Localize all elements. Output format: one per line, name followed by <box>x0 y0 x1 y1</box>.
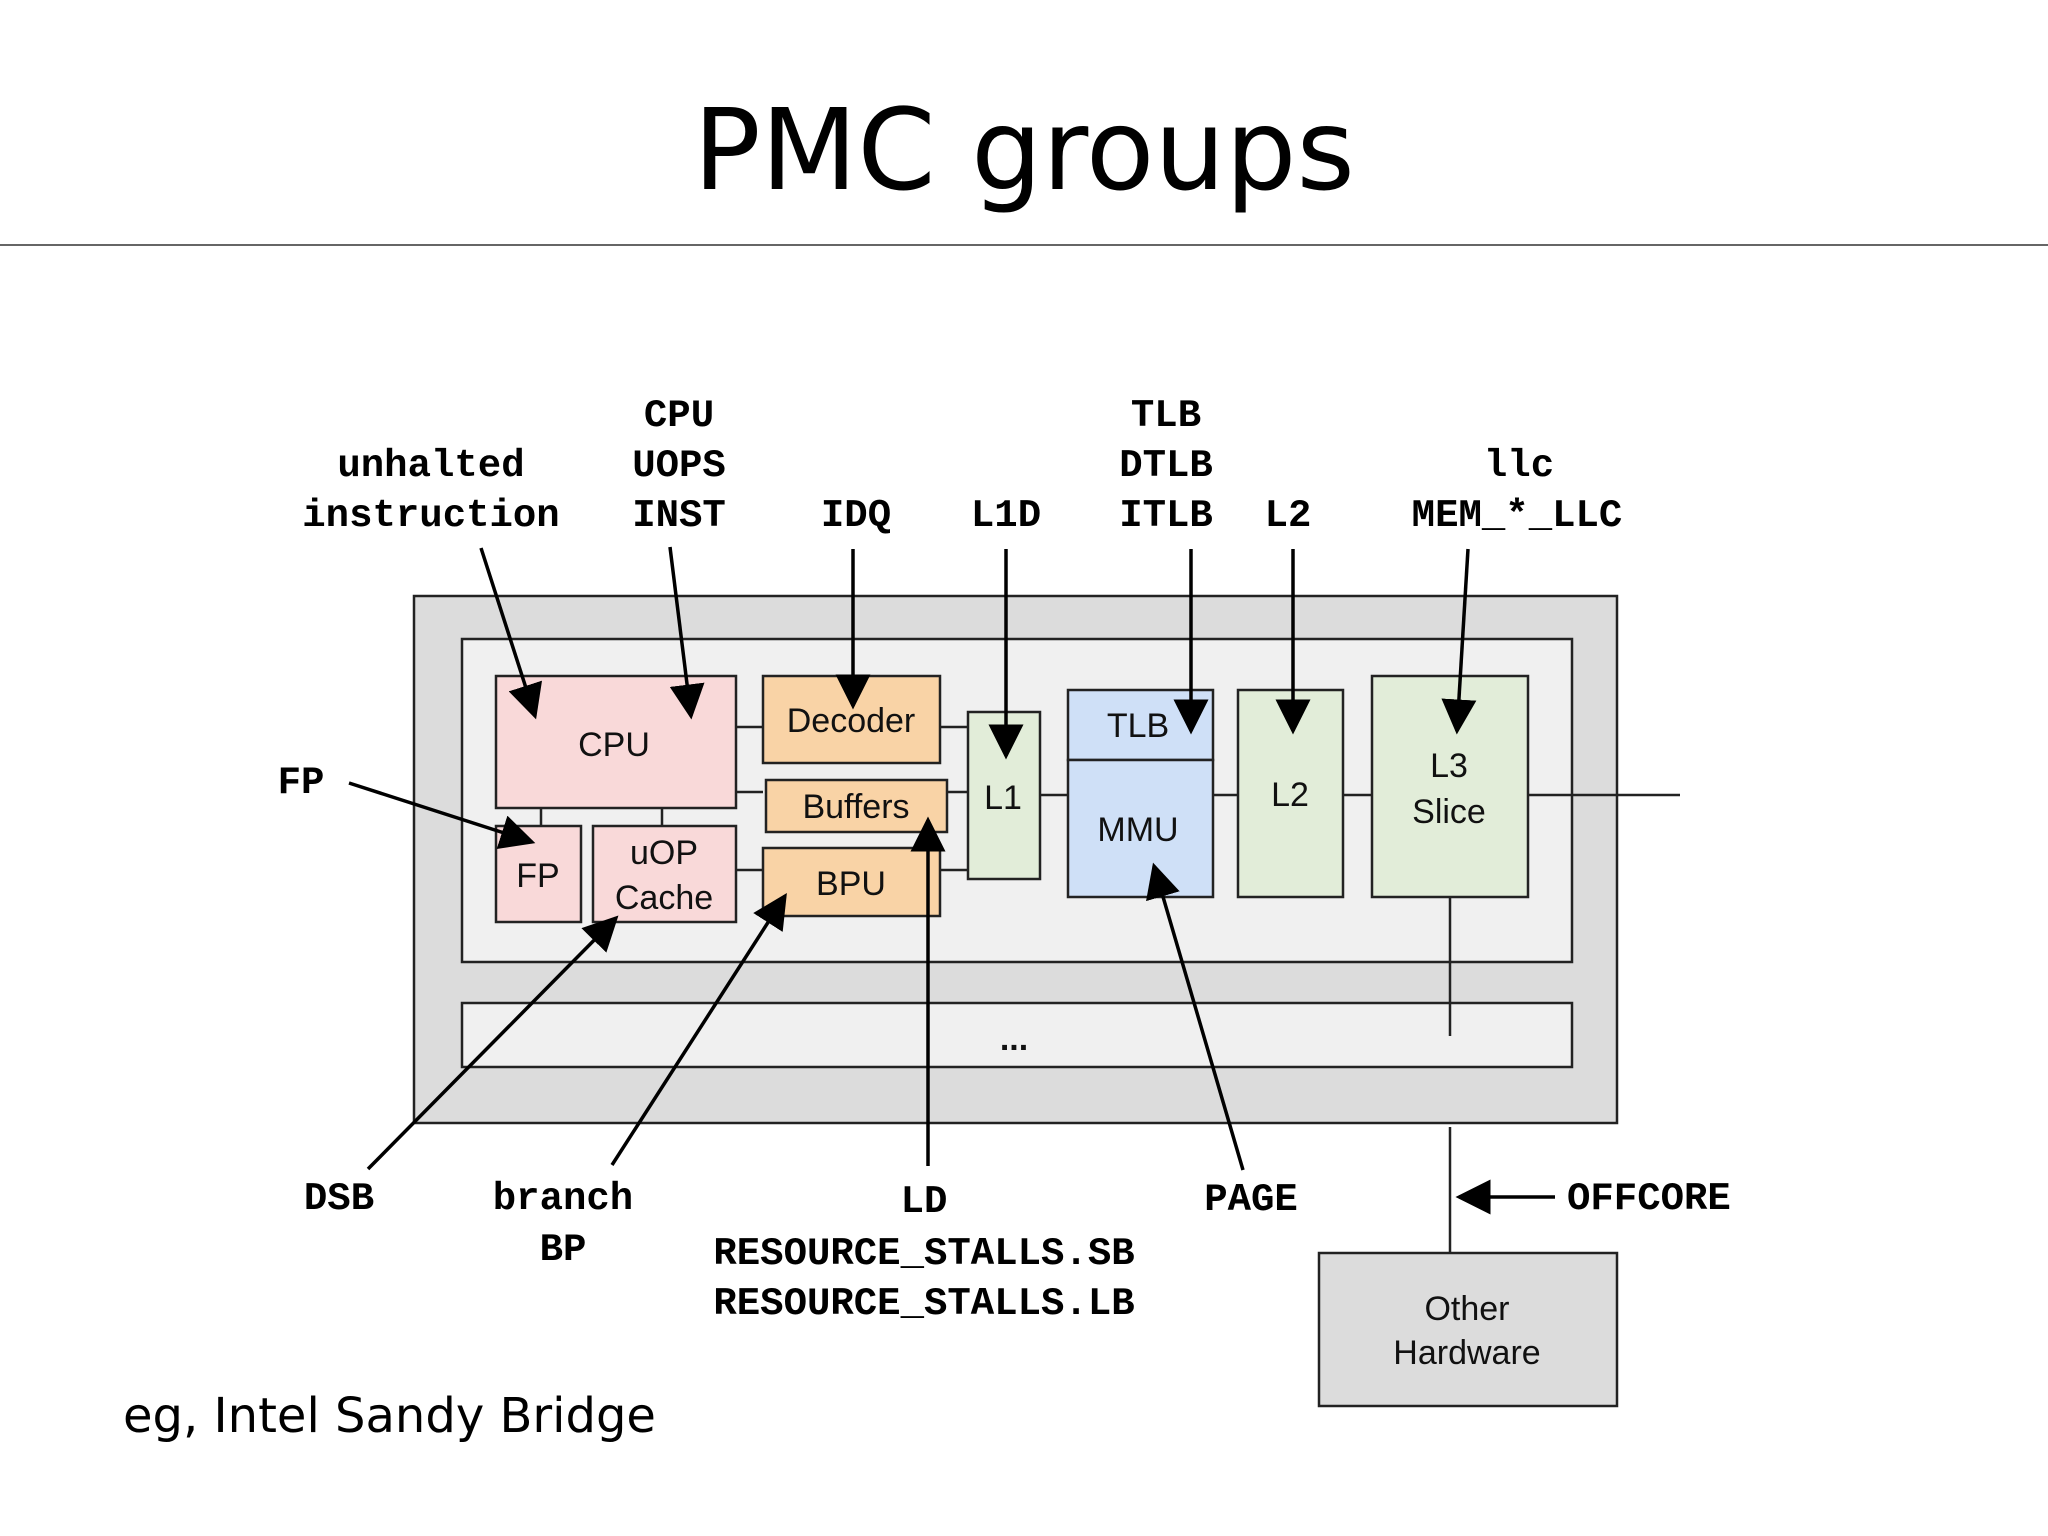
label-l2: L2 <box>1265 494 1312 538</box>
other-cores-ellipsis: ... <box>1000 1020 1028 1058</box>
label-inst: INST <box>632 494 726 538</box>
l1-label: L1 <box>984 779 1022 817</box>
cpu-box-label: CPU <box>578 726 650 764</box>
bpu-box <box>761 846 942 918</box>
mmu-box <box>1066 758 1215 899</box>
other-hardware-label-2: Hardware <box>1393 1334 1540 1372</box>
arrow-branch <box>610 893 787 1166</box>
arrow-mem-llc <box>1441 548 1477 735</box>
arrow-unhalted <box>479 547 543 720</box>
tlb-label: TLB <box>1107 707 1169 745</box>
title-divider <box>0 244 2048 246</box>
label-instruction: instruction <box>302 494 559 538</box>
label-cpu: CPU <box>644 394 714 438</box>
label-idq: IDQ <box>821 494 891 538</box>
arrow-fp <box>348 781 536 849</box>
other-hardware-box <box>1317 1251 1619 1408</box>
slide-title: PMC groups <box>693 86 1355 216</box>
label-bp: BP <box>540 1228 587 1272</box>
l3-label-2: Slice <box>1412 793 1486 831</box>
arrow-page <box>1146 862 1245 1171</box>
decoder-label: Decoder <box>787 702 916 740</box>
label-ld: LD <box>901 1180 948 1224</box>
label-dtlb: DTLB <box>1119 444 1213 488</box>
arrows <box>348 546 1555 1215</box>
other-hardware-label-1: Other <box>1424 1290 1509 1328</box>
arrow-cpu-uops <box>668 546 705 720</box>
label-unhalted: unhalted <box>337 444 524 488</box>
label-stalls-sb: RESOURCE_STALLS.SB <box>713 1232 1134 1276</box>
label-uops: UOPS <box>632 444 726 488</box>
label-itlb: ITLB <box>1119 494 1213 538</box>
buffers-label: Buffers <box>802 788 909 826</box>
uop-cache-label-2: Cache <box>615 879 713 917</box>
l2-box <box>1236 688 1345 899</box>
l3-slice-box <box>1370 674 1530 899</box>
caption: eg, Intel Sandy Bridge <box>123 1388 656 1444</box>
l2-label: L2 <box>1271 776 1309 814</box>
label-mem-llc: MEM_*_LLC <box>1412 494 1623 538</box>
label-offcore: OFFCORE <box>1567 1177 1731 1221</box>
other-cores-box <box>460 1001 1574 1069</box>
l3-label-1: L3 <box>1430 747 1468 785</box>
label-stalls-lb: RESOURCE_STALLS.LB <box>713 1282 1134 1326</box>
label-branch: branch <box>493 1177 633 1221</box>
label-page: PAGE <box>1204 1178 1298 1222</box>
label-fp: FP <box>278 761 325 805</box>
uop-cache-label-1: uOP <box>630 834 698 872</box>
fp-box-label: FP <box>516 857 559 895</box>
mmu-label: MMU <box>1097 811 1178 849</box>
bpu-label: BPU <box>816 865 886 903</box>
connectors <box>539 725 1680 1253</box>
label-tlb: TLB <box>1131 394 1201 438</box>
label-dsb: DSB <box>304 1177 374 1221</box>
label-llc: llc <box>1484 444 1554 488</box>
arrow-dsb <box>366 915 619 1171</box>
label-l1d: L1D <box>971 494 1041 538</box>
uop-cache-box <box>591 824 738 924</box>
